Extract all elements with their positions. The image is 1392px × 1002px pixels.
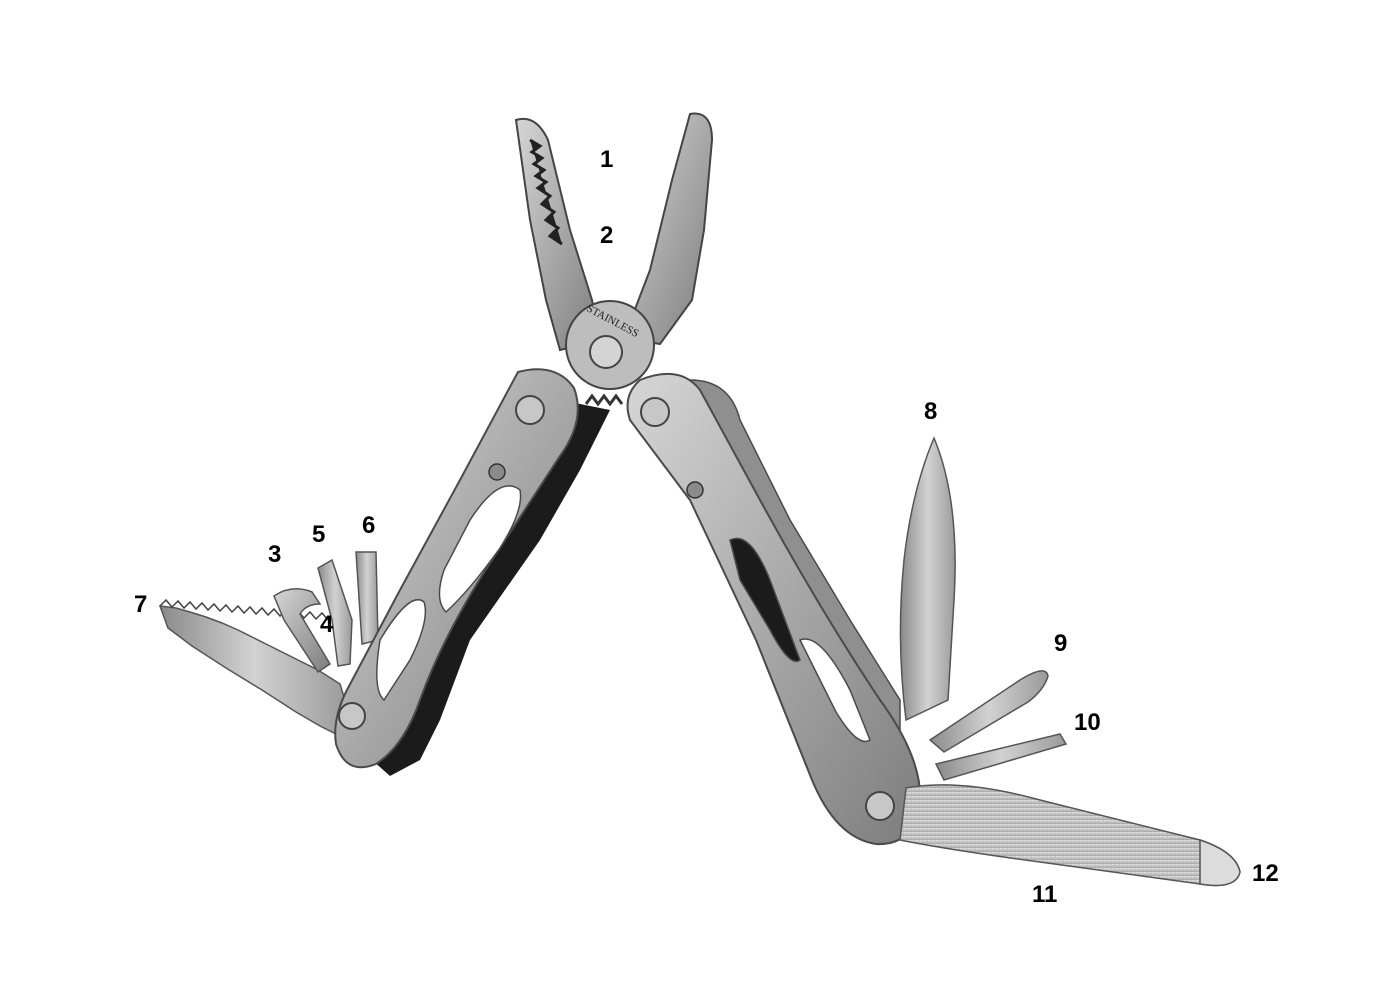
left-handle-rivet-bottom xyxy=(338,702,366,730)
callout-11: 11 xyxy=(1032,881,1058,908)
callout-1: 1 xyxy=(600,146,614,173)
right-handle-screw xyxy=(686,481,704,499)
callout-7: 7 xyxy=(134,591,148,618)
callout-10: 10 xyxy=(1074,709,1101,736)
flat-screwdriver xyxy=(355,551,379,645)
pliers-pivot-rivet xyxy=(589,335,623,369)
right-handle-rivet-top xyxy=(640,397,670,427)
callout-3: 3 xyxy=(268,541,282,568)
right-handle-cutout-lower xyxy=(798,638,871,743)
right-handle-rivet-bottom xyxy=(865,791,895,821)
left-handle xyxy=(334,368,610,776)
callout-8: 8 xyxy=(924,398,938,425)
left-handle-rivet-top xyxy=(515,395,545,425)
callout-2: 2 xyxy=(600,222,614,249)
pliers-head: STAINLESS xyxy=(514,112,714,407)
left-handle-screw xyxy=(488,463,506,481)
bottle-opener xyxy=(273,588,332,674)
callout-5: 5 xyxy=(312,521,326,548)
right-handle-cutout-upper xyxy=(729,537,801,663)
left-tools xyxy=(158,551,379,738)
callout-12: 12 xyxy=(1252,860,1279,887)
right-tools xyxy=(899,436,1241,887)
right-handle xyxy=(626,373,922,846)
callout-6: 6 xyxy=(362,512,376,539)
file-tool xyxy=(899,784,1241,887)
left-handle-cutout-lower xyxy=(376,598,427,702)
small-flat-screwdriver xyxy=(934,733,1068,781)
file-tip xyxy=(1199,838,1241,887)
phillips-screwdriver xyxy=(928,670,1049,753)
awl-tool xyxy=(317,558,353,667)
left-handle-black-liner xyxy=(372,400,610,776)
callout-4: 4 xyxy=(320,611,334,638)
spring xyxy=(584,393,624,407)
knife-blade xyxy=(899,436,956,722)
pliers-left-jaw-teeth xyxy=(529,138,563,246)
callout-9: 9 xyxy=(1054,630,1068,657)
left-handle-cutout-upper xyxy=(438,485,522,614)
